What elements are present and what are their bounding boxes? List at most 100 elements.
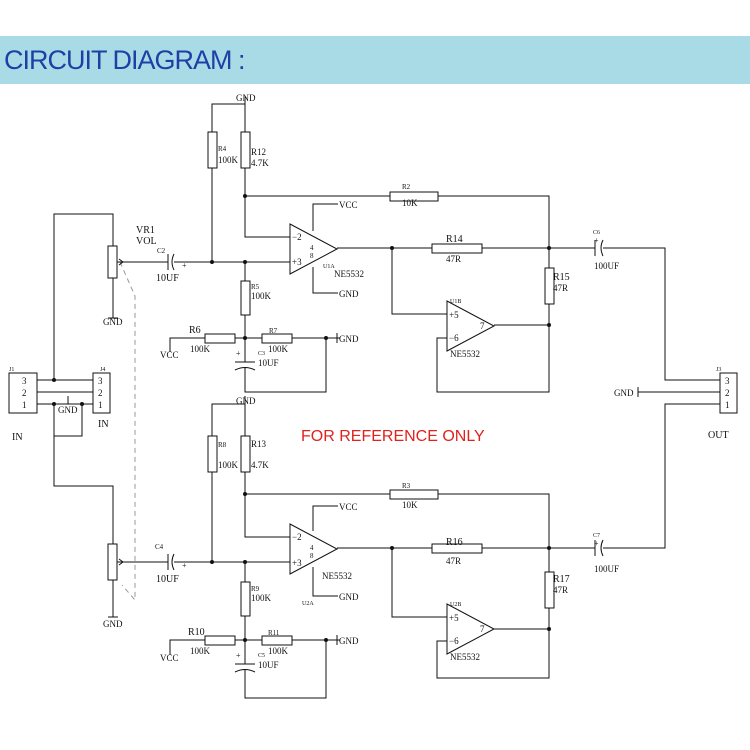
- r8-value: 100K: [218, 460, 239, 470]
- resistor-r3: [389, 489, 439, 500]
- vr1-label: VR1: [136, 225, 155, 236]
- j1-pin3: 3: [22, 376, 27, 386]
- u2b-pin5: +5: [449, 613, 459, 623]
- c5-value: 10UF: [258, 660, 279, 670]
- j3-pin1: 1: [725, 400, 730, 410]
- c7-plus: +: [594, 539, 599, 548]
- resistor-r12: [240, 131, 251, 169]
- resistor-r10: [204, 635, 236, 646]
- c7-label: C7: [593, 533, 600, 539]
- u2a-pin2: −2: [292, 532, 302, 542]
- resistor-r7: [261, 333, 293, 344]
- r5-label: R5: [251, 283, 260, 291]
- page-title: CIRCUIT DIAGRAM :: [4, 45, 246, 75]
- r10-vcc-label: VCC: [160, 653, 179, 663]
- j1-pin2: 2: [22, 388, 27, 398]
- connector-j4: [92, 372, 111, 414]
- r13-label: R13: [251, 439, 267, 449]
- c5-plus: +: [236, 651, 241, 660]
- vr2-potentiometer: [107, 543, 118, 581]
- j4-pin1: 1: [98, 400, 103, 410]
- c4-value: 10UF: [156, 574, 179, 585]
- u1a-vcc-label: VCC: [339, 200, 358, 210]
- j3-pin2: 2: [725, 388, 730, 398]
- r16-value: 47R: [446, 556, 461, 566]
- u2b-pin7: 7: [480, 624, 485, 634]
- channel-2: GND C4 + 10UF GND R8 100K R13 4.7K R9 10…: [103, 396, 720, 699]
- r11-value: 100K: [268, 646, 289, 656]
- r3-value: 10K: [402, 500, 418, 510]
- u2a-pin4: 4: [310, 544, 314, 552]
- u2a-part: NE5532: [322, 571, 352, 581]
- output-gnd-label: GND: [614, 388, 634, 398]
- j4-label: J4: [100, 367, 105, 373]
- c6-value: 100UF: [594, 261, 619, 271]
- u2b-label: U2B: [450, 602, 461, 608]
- r4-label: R4: [218, 145, 227, 153]
- resistor-r6: [204, 333, 236, 344]
- c4-label: C4: [155, 543, 164, 551]
- c2-plus: +: [182, 261, 187, 270]
- u1a-label: U1A: [323, 264, 335, 270]
- input-gnd-label: GND: [58, 405, 78, 415]
- resistor-r8: [207, 435, 218, 473]
- r8-gnd-label: GND: [236, 396, 256, 406]
- header-banner: CIRCUIT DIAGRAM :: [0, 36, 750, 84]
- u1b-pin5: +5: [449, 310, 459, 320]
- u1a-gnd-label: GND: [339, 289, 359, 299]
- u1a-pin2: −2: [292, 232, 302, 242]
- r13-value: 4.7K: [251, 460, 269, 470]
- opamp-u1a: [289, 223, 339, 275]
- c3-value: 10UF: [258, 358, 279, 368]
- u2a-pin3: +3: [292, 558, 302, 568]
- reference-watermark: FOR REFERENCE ONLY: [301, 428, 485, 445]
- opamp-u2b: [446, 603, 496, 655]
- u2a-gnd-label: GND: [339, 592, 359, 602]
- opamp-u2a: [289, 523, 339, 575]
- channel-1: GND VR1 VOL C2 + 10UF GND R4 100K R12 4.…: [103, 93, 720, 393]
- vr1-gnd-label: GND: [103, 317, 123, 327]
- c7-value: 100UF: [594, 564, 619, 574]
- r7-gnd-label: GND: [339, 334, 359, 344]
- r5-value: 100K: [251, 291, 272, 301]
- r8-label: R8: [218, 441, 227, 449]
- r14-label: R14: [446, 234, 463, 245]
- j3-label: J3: [716, 367, 721, 373]
- j4-pin3: 3: [98, 376, 103, 386]
- r3-label: R3: [402, 482, 411, 490]
- u1b-part: NE5532: [450, 349, 480, 359]
- r12-value: 4.7K: [251, 158, 269, 168]
- r2-value: 10K: [402, 198, 418, 208]
- c2-label: C2: [157, 247, 166, 255]
- r9-value: 100K: [251, 593, 272, 603]
- out-label: OUT: [708, 430, 729, 441]
- r4-gnd-label: GND: [236, 93, 256, 103]
- r2-label: R2: [402, 183, 411, 191]
- resistor-r9: [240, 581, 251, 617]
- u1b-label: U1B: [450, 299, 461, 305]
- r6-value: 100K: [190, 344, 211, 354]
- u1a-part: NE5532: [334, 269, 364, 279]
- resistor-r5: [240, 280, 251, 316]
- u1b-pin7: 7: [480, 321, 485, 331]
- input-connectors: J1 3 2 1 IN J4 3 2 1 IN GND: [8, 213, 114, 544]
- c3-plus: +: [236, 349, 241, 358]
- c6-plus: +: [594, 236, 599, 245]
- resistor-r14: [431, 243, 483, 254]
- r14-value: 47R: [446, 254, 461, 264]
- r4-value: 100K: [218, 155, 239, 165]
- j1-label: J1: [9, 367, 14, 373]
- opamp-u1b: [446, 300, 496, 352]
- u2a-label: U2A: [302, 601, 314, 607]
- c6-label: C6: [593, 230, 600, 236]
- u1a-pin4: 4: [310, 244, 314, 252]
- j3-pin3: 3: [725, 376, 730, 386]
- j4-in-label: IN: [98, 419, 109, 430]
- r15-label: R15: [553, 272, 570, 283]
- c5-label: C5: [258, 653, 265, 659]
- r7-value: 100K: [268, 344, 289, 354]
- r9-label: R9: [251, 585, 260, 593]
- u2a-pin8: 8: [310, 552, 314, 560]
- r7-label: R7: [269, 327, 278, 335]
